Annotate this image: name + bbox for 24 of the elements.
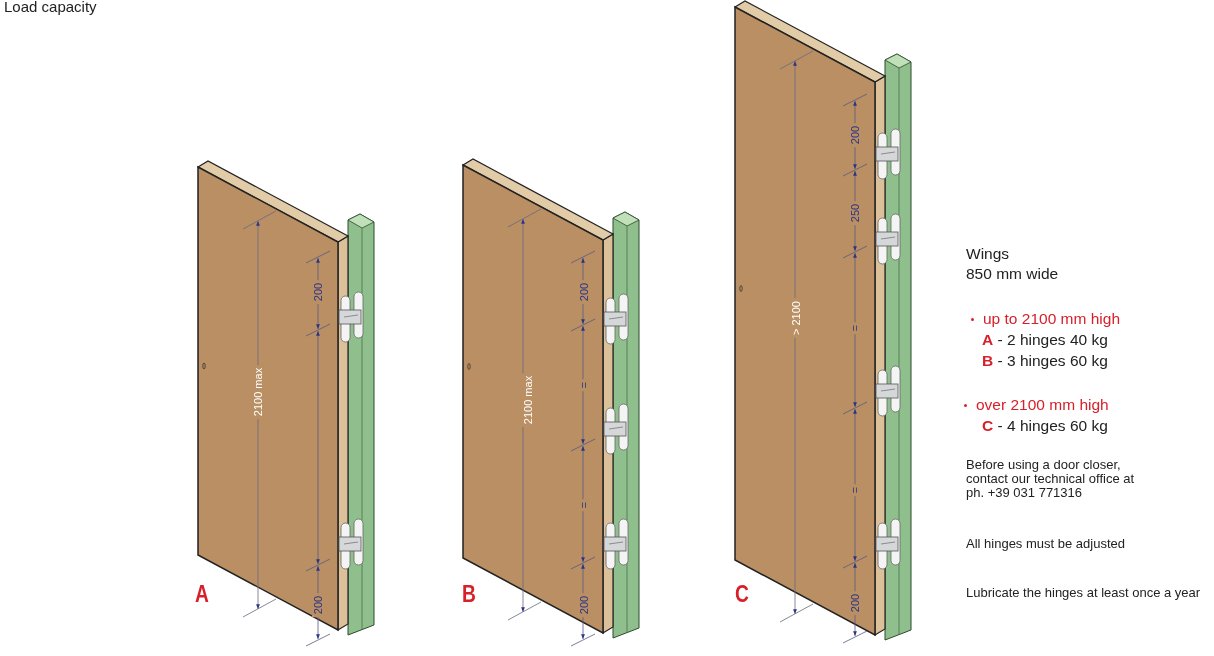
dimension-value: 200 — [578, 592, 590, 618]
bullet-text: up to 2100 mm high — [983, 310, 1120, 328]
dimension-value: 200 — [849, 590, 861, 616]
dimension-value: 200 — [312, 279, 324, 305]
dimension-value: 200 — [849, 122, 861, 148]
note-text: Wings — [966, 245, 1010, 263]
dimension-value: 2100 max — [252, 364, 264, 420]
variant-letter: C — [735, 580, 749, 608]
note-text: Before using a door closer, contact our technical office at ph. +39 031 771316 — [966, 458, 1136, 500]
bullet-text: over 2100 mm high — [976, 396, 1109, 414]
variant-letter: A — [195, 580, 209, 608]
title: Load capacity — [4, 0, 97, 15]
dimension-value: > 2100 — [790, 298, 802, 338]
hinge-spec-text: C - 4 hinges 60 kg — [982, 417, 1108, 435]
dimension-value: 200 — [312, 592, 324, 618]
note-text: All hinges must be adjusted — [966, 537, 1126, 551]
dimension-value: 250 — [849, 200, 861, 226]
variant-letter: B — [462, 580, 476, 608]
note-text: 850 mm wide — [966, 265, 1059, 283]
note-text: Lubricate the hinges at least once a year — [966, 586, 1202, 600]
dimension-value: 2100 max — [522, 372, 534, 428]
dimension-value: 200 — [578, 279, 590, 305]
hinge-spec-text: B - 3 hinges 60 kg — [982, 352, 1108, 370]
hinge-spec-text: A - 2 hinges 40 kg — [982, 331, 1108, 349]
